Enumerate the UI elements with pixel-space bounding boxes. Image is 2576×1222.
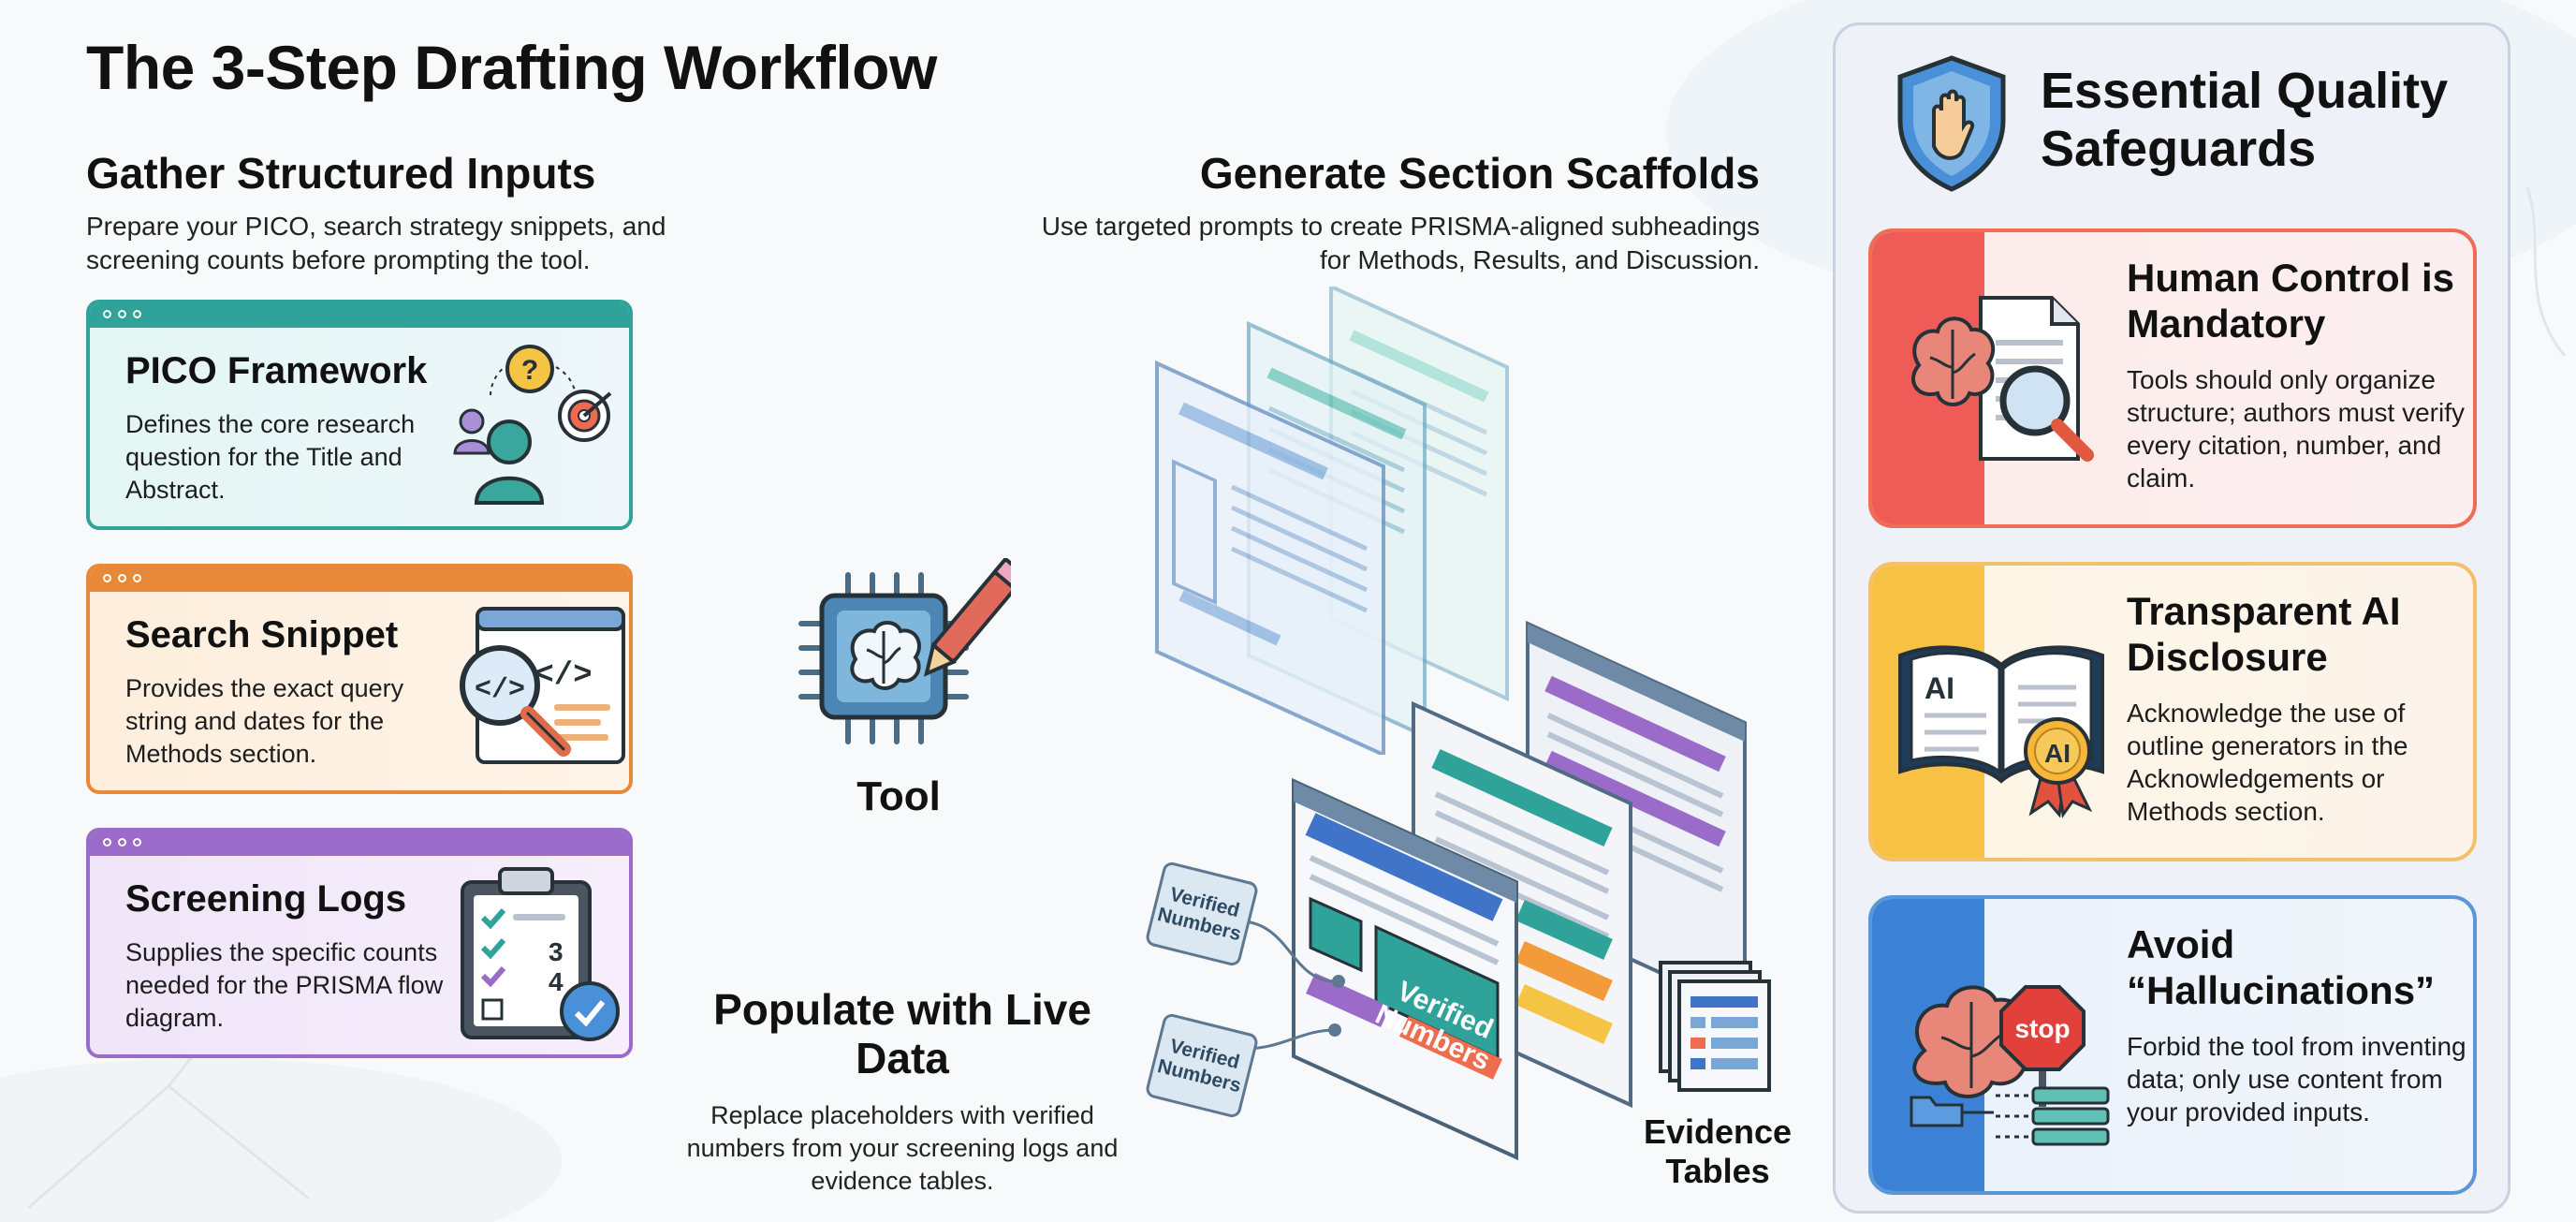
avoid-hallucinations-card: stop Avoid “Hallucinations” Forbid the t… [1868,895,2477,1195]
populate-heading: Populate with Live Data [713,985,1091,1082]
tool-label: Tool [856,773,941,819]
safeguards-title: Essential Quality Safeguards [2041,63,2449,177]
ai-disclosure-title: Transparent AI Disclosure [2127,589,2401,679]
ai-disclosure-card: AI AI Transparent AI Disclosure Acknowle… [1868,562,2477,861]
search-card-title: Search Snippet [125,614,399,655]
screening-logs-card: Screening Logs Supplies the specific cou… [86,828,633,1058]
generate-section-header: Generate Section Scaffolds Use targeted … [1011,148,1760,277]
avoid-hallucinations-text: Forbid the tool from inventing data; onl… [2127,1032,2466,1126]
brain-document-magnifier-icon [1911,296,2094,462]
code-magnifier-icon: </> </> [460,607,625,764]
ai-disclosure-text: Acknowledge the use of outline generator… [2127,699,2408,826]
shield-hand-icon [1897,55,2006,192]
svg-text:4: 4 [549,967,564,996]
svg-text:3: 3 [549,937,564,966]
window-dot [103,838,111,847]
svg-text:</>: </> [534,658,592,694]
window-dot [118,574,126,582]
gather-heading: Gather Structured Inputs [86,149,596,198]
window-dot [133,838,141,847]
person-question-target-icon: ? [453,345,612,505]
pico-card-title: PICO Framework [125,350,428,391]
generate-heading: Generate Section Scaffolds [1199,149,1760,198]
populate-description: Replace placeholders with verified numbe… [686,1101,1119,1195]
badge-ai-text: AI [2044,739,2071,768]
avoid-hallucinations-title: Avoid “Hallucinations” [2127,922,2436,1012]
scaffold-page [1155,360,1385,755]
human-control-card: Human Control is Mandatory Tools should … [1868,228,2477,528]
card-titlebar [90,303,629,328]
stop-sign-text: stop [2014,1014,2070,1043]
screening-card-text: Supplies the specific counts needed for … [125,938,444,1032]
svg-text:</>: </> [475,674,525,706]
human-control-text: Tools should only organize structure; au… [2127,365,2466,493]
window-dot [118,838,126,847]
window-dot [133,574,141,582]
brain-stop-sign-icon: stop [1910,985,2110,1146]
evidence-tables-icon [1659,961,1771,1092]
screening-card-title: Screening Logs [125,878,407,920]
generate-description: Use targeted prompts to create PRISMA-al… [1041,212,1760,274]
ai-book-badge-icon: AI AI [1898,645,2104,818]
brain-chip-pencil-icon [798,558,1011,744]
gather-description: Prepare your PICO, search strategy snipp… [86,212,666,274]
window-dot [103,574,111,582]
window-dot [133,310,141,318]
card-titlebar [90,567,629,592]
gather-section-header: Gather Structured Inputs Prepare your PI… [86,148,741,277]
card-titlebar [90,832,629,856]
populated-pages-stack [1292,620,1747,1161]
pico-framework-card: PICO Framework Defines the core research… [86,300,633,530]
clipboard-checklist-icon: 3 4 [461,867,620,1041]
search-snippet-card: Search Snippet Provides the exact query … [86,564,633,794]
page-title: The 3-Step Drafting Workflow [86,33,937,102]
search-card-text: Provides the exact query string and date… [125,674,404,768]
pico-card-text: Defines the core research question for t… [125,410,416,504]
window-dot [103,310,111,318]
evidence-tables-label: Evidence Tables [1643,1112,1793,1190]
book-ai-text: AI [1925,671,1954,705]
populated-page-front [1292,777,1518,1161]
populate-section-header: Populate with Live Data Replace placehol… [678,985,1127,1198]
svg-text:?: ? [521,355,538,386]
window-dot [118,310,126,318]
section-scaffold-stack [1155,287,1509,755]
human-control-title: Human Control is Mandatory [2127,256,2455,346]
